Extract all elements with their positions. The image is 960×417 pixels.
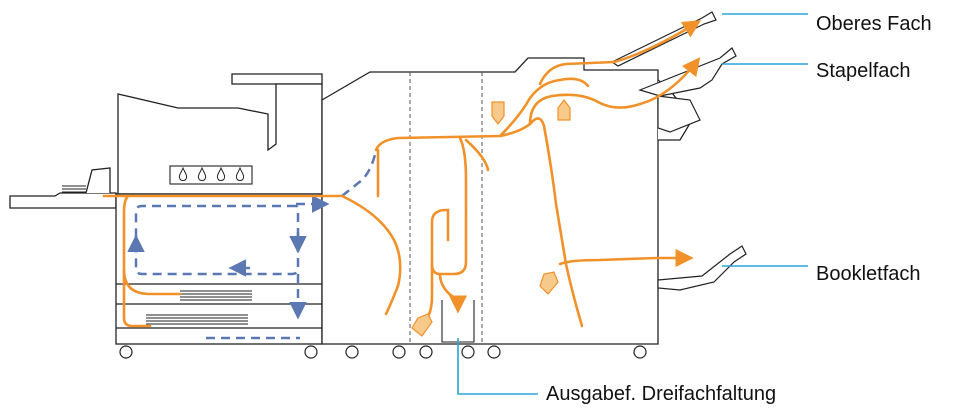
wheel	[419, 345, 433, 359]
stacking-tray-label: Stapelfach	[816, 60, 911, 82]
paper-stack-drawer-2	[146, 314, 248, 325]
drawer-lower-feed-path	[122, 268, 152, 328]
leader-lines	[457, 13, 808, 395]
wheel	[461, 345, 475, 359]
booklet-tray-shape	[657, 245, 747, 291]
pentagon-arrow-icon	[557, 99, 571, 121]
finisher-upper-transport	[374, 122, 532, 152]
path-to-stacking-tray	[528, 57, 701, 126]
wheel	[119, 345, 133, 359]
saddle-stitch-path	[528, 117, 584, 328]
top-tray-label: Oberes Fach	[816, 13, 932, 35]
trifold-output-leader	[457, 338, 538, 395]
finisher-top	[321, 57, 659, 345]
pentagon-arrow-icon	[491, 101, 505, 125]
finisher-module-dividers	[409, 72, 483, 344]
ink-droplets	[178, 166, 245, 181]
printer-main-body	[115, 193, 323, 345]
path-to-top-tray	[538, 20, 702, 86]
finisher-right-climb	[498, 77, 590, 138]
droplet-icon	[178, 166, 188, 181]
trifold-output-label: Ausgabef. Dreifachfaltung	[546, 383, 776, 405]
finisher-sheet-down-path	[464, 138, 490, 172]
pentagon-arrow-icon	[539, 271, 559, 295]
paper-direction-markers	[411, 99, 571, 337]
wheel	[392, 345, 406, 359]
wheel	[345, 345, 359, 359]
paper-stack-drawer-1	[180, 290, 252, 301]
wheel	[633, 345, 647, 359]
wheel	[487, 345, 501, 359]
duplex-to-finisher-upper	[341, 149, 378, 197]
booklet-tray-label: Bookletfach	[816, 263, 921, 285]
droplet-icon	[235, 166, 245, 181]
paper-feed-tray	[9, 192, 117, 209]
feed-tray-paper-stack	[62, 185, 86, 193]
ink-cartridge-panel	[169, 165, 253, 185]
scanner-lid	[231, 73, 323, 85]
main-paper-path	[102, 20, 702, 328]
droplet-icon	[216, 166, 226, 181]
feed-tray-guide	[85, 167, 111, 194]
finisher-body	[321, 57, 693, 345]
droplet-icon	[197, 166, 207, 181]
finisher-entry-curve	[340, 194, 402, 316]
printer-body	[9, 73, 323, 345]
wheel	[304, 345, 318, 359]
drawer-paper-stacks	[146, 290, 252, 325]
duplex-paper-path	[127, 149, 378, 340]
wheels	[119, 345, 647, 359]
trifold-exit	[438, 272, 468, 314]
pentagon-arrow-icon	[411, 313, 433, 337]
stacking-tray-base	[657, 95, 701, 133]
duplex-loop	[134, 204, 300, 276]
path-to-booklet-tray	[558, 248, 694, 268]
